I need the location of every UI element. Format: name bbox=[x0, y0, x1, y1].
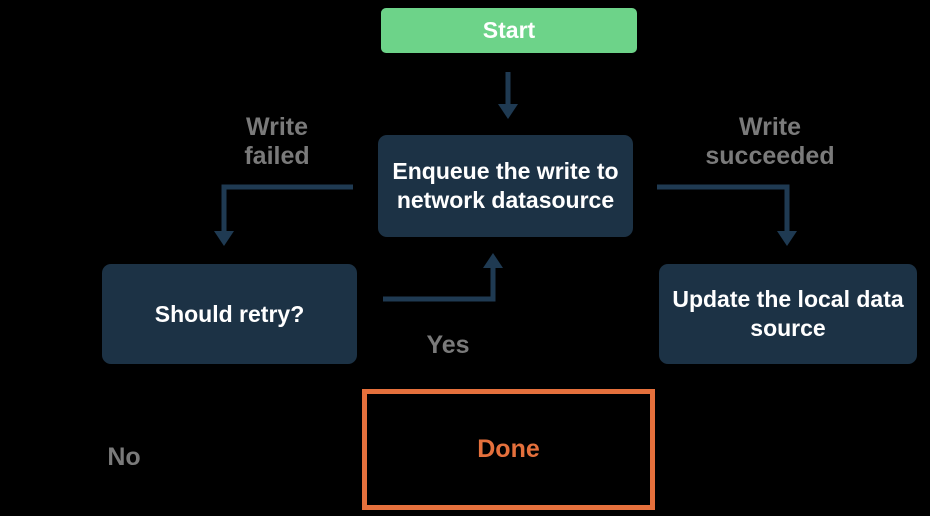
arrowhead-down-left bbox=[214, 231, 234, 246]
edge-label-write-succeeded: Write succeeded bbox=[690, 113, 850, 171]
arrow-enqueue-to-should-retry bbox=[221, 184, 353, 232]
node-enqueue-line1: Enqueue the write to bbox=[392, 158, 619, 184]
node-start: Start bbox=[381, 8, 637, 53]
arrow-enqueue-to-update-local bbox=[657, 184, 790, 232]
edge-label-write-failed: Write failed bbox=[197, 113, 357, 171]
edge-label-yes: Yes bbox=[426, 331, 470, 359]
edge-label-write-failed-line1: Write bbox=[245, 113, 309, 141]
arrowhead-down-right bbox=[777, 231, 797, 246]
node-enqueue-line2: network datasource bbox=[396, 187, 615, 213]
node-done: Done bbox=[362, 389, 655, 510]
node-update-local: Update the local data source bbox=[659, 264, 917, 364]
node-update-line1: Update the local data bbox=[672, 286, 904, 312]
node-done-label: Done bbox=[477, 435, 540, 463]
node-start-label: Start bbox=[482, 17, 536, 43]
arrowhead-up-yes bbox=[483, 253, 503, 268]
edge-label-no: No bbox=[107, 443, 141, 471]
arrowhead-down-start bbox=[498, 104, 518, 119]
edge-label-write-succeeded-line2: succeeded bbox=[705, 142, 835, 170]
edge-label-write-failed-line2: failed bbox=[244, 142, 310, 170]
node-update-line2: source bbox=[750, 315, 826, 341]
node-should-retry: Should retry? bbox=[102, 264, 357, 364]
edge-label-write-succeeded-line1: Write bbox=[738, 113, 802, 141]
arrow-should-retry-to-enqueue bbox=[383, 267, 496, 302]
node-enqueue-write: Enqueue the write to network datasource bbox=[378, 135, 633, 237]
node-should-retry-label: Should retry? bbox=[154, 300, 305, 327]
